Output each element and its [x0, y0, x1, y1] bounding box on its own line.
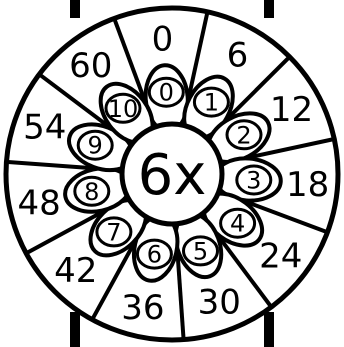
- petal-number: 9: [88, 132, 103, 160]
- product-number: 0: [152, 19, 174, 59]
- product-number: 6: [227, 36, 249, 76]
- petal-number: 10: [108, 95, 139, 123]
- product-number: 42: [54, 251, 97, 291]
- petal-number: 3: [246, 167, 261, 195]
- product-number: 24: [259, 237, 302, 277]
- petal-number: 6: [147, 241, 162, 269]
- petal-number: 4: [230, 210, 245, 238]
- petal-number: 0: [159, 79, 174, 107]
- petal-number: 5: [193, 237, 208, 265]
- product-number: 60: [69, 46, 112, 86]
- product-number: 36: [121, 288, 164, 328]
- product-number: 54: [23, 107, 66, 147]
- product-number: 30: [198, 283, 241, 323]
- petal-number: 1: [204, 89, 219, 117]
- product-number: 48: [17, 184, 60, 224]
- product-number: 12: [270, 90, 313, 130]
- petal-number: 7: [106, 218, 121, 246]
- product-number: 18: [286, 165, 329, 205]
- petal-number: 8: [84, 178, 99, 206]
- table-title: 6x: [138, 143, 207, 208]
- petal-number: 2: [236, 121, 251, 149]
